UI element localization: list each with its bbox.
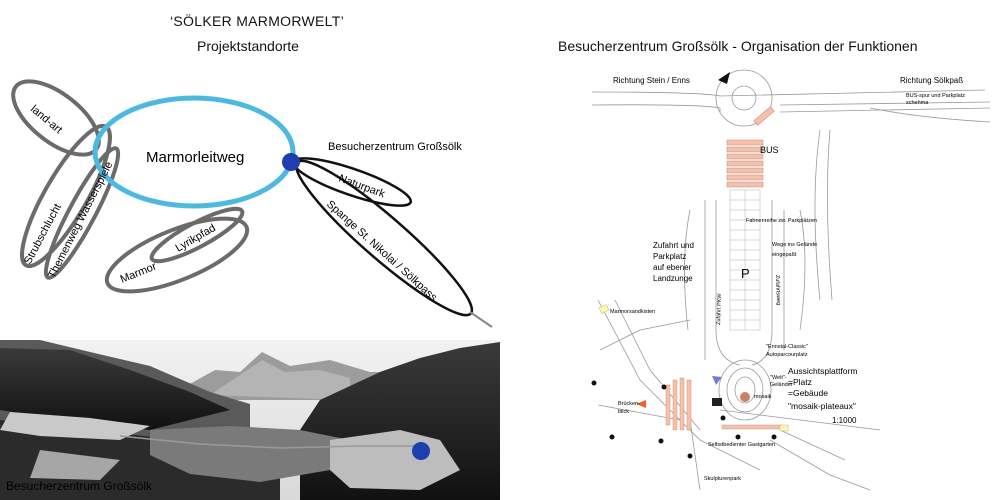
left-subtitle: Projektstandorte [197,38,299,54]
bus-label: BUS [760,145,779,155]
spange-label: Spange St. Nikolai / Sölkpass [324,198,440,304]
marmorsandkisten-label: Marmorsandkisten [610,309,655,315]
zufahrt-label-3: auf ebener [653,263,692,272]
mosaik-label: mosaik [754,394,772,400]
zufahrt-label-1: Zufahrt und [653,241,694,250]
bus-spur-label-1: BUS-spur und Parkplatz [906,93,965,99]
right-title: Besucherzentrum Großsölk - Organisation … [558,38,918,54]
marmorleitweg-loop [92,95,296,209]
bruecken-label-2: blick [618,409,629,415]
aussicht-label-3: =Gebäude [788,388,828,398]
welt-label-1: "Welt"- [770,375,787,381]
marmor-label: Marmor [119,260,159,285]
ennstal-label-2: Autoparcourplatz [766,352,808,358]
aussicht-label-2: =Platz [788,377,812,387]
welt-label-2: Geländer [770,382,793,388]
photo-caption: Besucherzentrum Großsölk [6,479,153,493]
besucherzentrum-label: Besucherzentrum Großsölk [328,141,462,153]
ennstal-label-1: "Ennstal-Classic" [766,344,808,350]
scale-label: 1:1000 [832,416,857,425]
zufahrt-pkw-label: Zufahrt PKW [716,293,723,325]
wege-label-1: Wege ins Gelände [772,242,817,248]
skulpturenpark-label: Skulpturenpark [704,476,741,482]
marmor-loop [104,216,250,294]
zufahrtsweg-label: Zufahrtsweg [774,275,781,305]
aussicht-label-1: Aussichtsplattform [788,366,857,376]
bruecken-label-1: Brücken- [618,401,640,407]
besucherzentrum-marker [282,153,300,171]
themenweg-loop [43,146,121,280]
richtung-soelk-label: Richtung Sölkpaß [900,76,963,85]
landscape-photo [0,340,500,500]
site-plan: Richtung Stein / Enns Richtung Sölkpaß B… [591,69,991,491]
spange-tail [469,311,493,328]
spange-loop [294,159,474,317]
zufahrt-label-4: Landzunge [653,274,693,283]
project-sites-diagram: Marmorleitweg Besucherzentrum Großsölk l… [11,79,493,328]
aussicht-label-4: "mosaik-plateaux" [788,401,856,411]
wege-label-2: eingepaßt [772,252,797,258]
lyrikpfad-loop [149,206,245,264]
gastgarten-label: Selbstbedienter Gastgarten [708,442,775,448]
zufahrt-label-2: Parkplatz [653,252,686,261]
bus-spur-label-2: schehma [906,100,929,106]
besucherzentrum-photo-marker [412,442,430,460]
parking-p-label: P [741,266,750,281]
richtung-stein-label: Richtung Stein / Enns [613,76,690,85]
naturpark-label: Naturpark [337,173,387,201]
marmorleitweg-label: Marmorleitweg [146,149,244,166]
fahnenreihe-label: Fahnenreihe zw. Parkplätzen [746,218,817,224]
left-title: ‘SÖLKER MARMORWELT’ [170,13,344,29]
